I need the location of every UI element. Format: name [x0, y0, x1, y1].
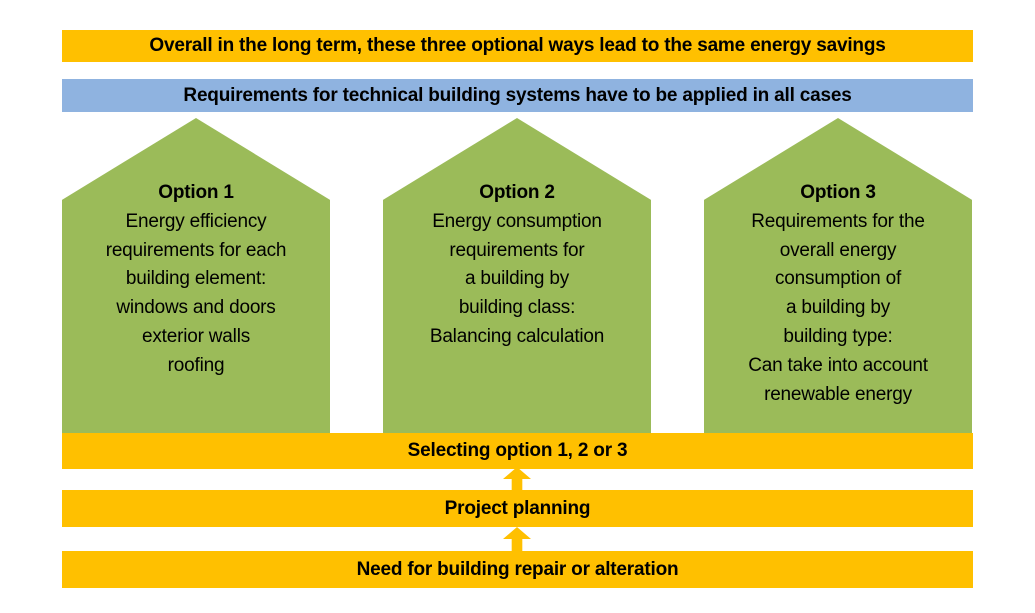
option-2-description: Energy consumption requirements for a bu… — [429, 210, 605, 347]
selecting-banner-text: Selecting option 1, 2 or 3 — [407, 440, 628, 461]
up-arrow-icon — [503, 467, 531, 491]
project-planning-banner: Project planning — [62, 490, 973, 527]
option-3-description: Requirements for the overall energy cons… — [748, 210, 928, 405]
requirements-banner: Requirements for technical building syst… — [62, 79, 973, 112]
up-arrow-icon — [503, 527, 531, 551]
top-banner-text: Overall in the long term, these three op… — [149, 35, 886, 56]
option-3-house: Option 3 Requirements for the overall en… — [704, 118, 972, 433]
option-3-title: Option 3 — [800, 182, 876, 203]
selecting-banner: Selecting option 1, 2 or 3 — [62, 433, 973, 469]
option-1-house: Option 1 Energy efficiency requirements … — [62, 118, 330, 433]
need-banner: Need for building repair or alteration — [62, 551, 973, 588]
option-2-house: Option 2 Energy consumption requirements… — [383, 118, 651, 433]
project-planning-banner-text: Project planning — [444, 497, 591, 519]
requirements-banner-text: Requirements for technical building syst… — [183, 84, 852, 106]
option-2-title: Option 2 — [479, 182, 555, 203]
need-banner-text: Need for building repair or alteration — [356, 558, 679, 580]
option-1-title: Option 1 — [158, 182, 234, 203]
top-banner: Overall in the long term, these three op… — [62, 30, 973, 62]
option-1-description: Energy efficiency requirements for each … — [105, 210, 287, 376]
